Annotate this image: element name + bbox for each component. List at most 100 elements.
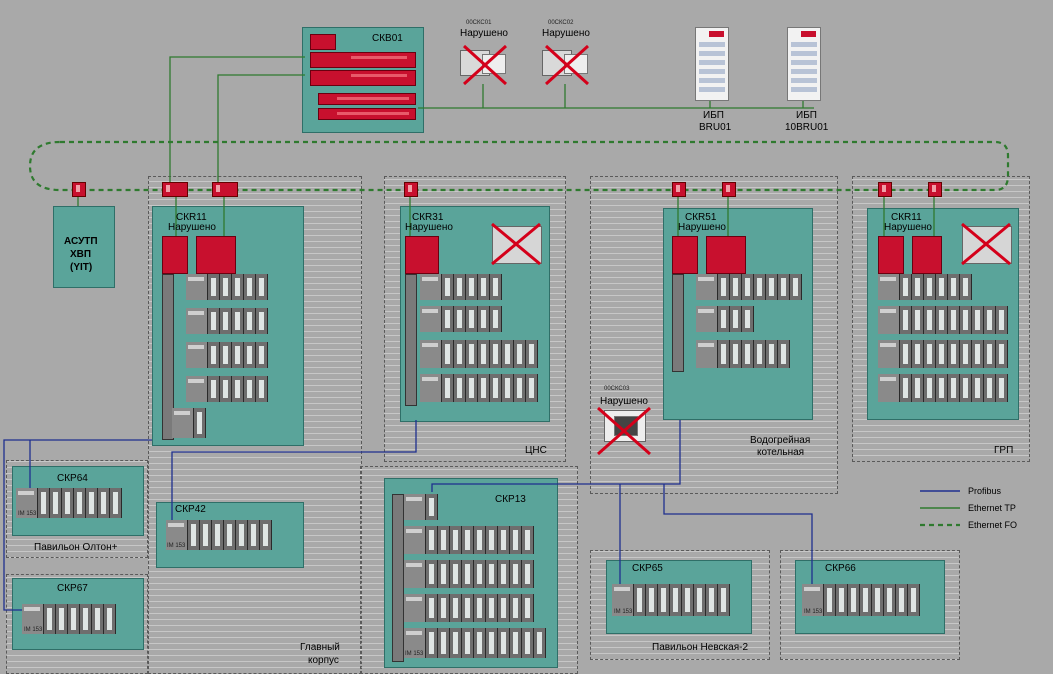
skr67-io-row[interactable] [22,604,116,634]
fo-switch-asutp[interactable] [72,182,86,197]
skr11-main-title: СКR11 [176,212,207,223]
fo-switch-grp-1[interactable] [878,182,892,197]
asutp-line2: ХВП [70,249,92,260]
skr51-controller-b[interactable] [706,236,746,274]
skr13-io-row[interactable] [404,526,534,554]
failure-cross-icon [597,406,651,456]
failure-cross-icon [462,44,508,86]
skr51-title: СКR51 [685,212,717,223]
fo-switch-main-2[interactable] [212,182,238,197]
skr11-main-io-row[interactable] [186,308,268,334]
skr11-main-io-block [162,274,174,440]
asutp-line1: АСУТП [64,236,98,247]
workstation-00skc03[interactable] [594,404,654,458]
fo-switch-main-1[interactable] [162,182,188,197]
skr51-io-block [672,274,684,372]
skr13-title: СКР13 [495,494,526,505]
skr42-title: СКР42 [175,504,206,515]
skr31-controller[interactable] [405,236,439,274]
skr13-io-row[interactable] [404,560,534,588]
workstation-00skc02[interactable] [538,40,594,88]
workstation-00skc01-status: Нарушено [460,28,508,39]
skr64-title: СКР64 [57,473,88,484]
area-label-nevskaya: Павильон Невская-2 [652,642,749,653]
failure-cross-icon [961,222,1011,266]
ups-10bru01-id: 10BRU01 [785,122,829,133]
ups-bru01[interactable] [695,27,729,101]
skr51-io-row[interactable] [696,340,790,368]
skr11-grp-controller-a[interactable] [878,236,904,274]
skr66-io-row[interactable] [802,584,920,616]
skr11-main-controller-a[interactable] [162,236,188,274]
skr66-title: СКР66 [825,563,856,574]
skr31-io-block [405,274,417,406]
legend-ethernet-fo: Ethernet FO [968,520,1018,530]
skr11-grp-io-row[interactable] [878,374,1008,402]
workstation-00skc02-status: Нарушено [542,28,590,39]
skr51-controller-a[interactable] [672,236,698,274]
im-label: IM 153 [804,609,823,615]
skv01-server-2[interactable] [310,70,416,86]
cabinet-asutp[interactable] [53,206,115,288]
failure-cross-icon [544,44,590,86]
workstation-00skc03-id: 00СКС03 [604,386,630,392]
skr67-title: СКР67 [57,583,88,594]
skr31-io-row[interactable] [420,306,502,332]
workstation-00skc02-id: 00СКС02 [548,20,574,26]
skr31-status: Нарушено [405,222,453,233]
skr11-main-status: Нарушено [168,222,216,233]
skv01-server-1[interactable] [310,52,416,68]
skr42-io-row[interactable] [166,520,272,550]
area-label-cns: ЦНС [525,445,547,456]
skr11-main-io-row[interactable] [172,408,206,438]
ups-10bru01-label: ИБП [796,110,817,121]
skr11-main-controller-b[interactable] [196,236,236,274]
workstation-00skc01[interactable] [456,40,512,88]
skv01-switch-2[interactable] [318,108,416,120]
skr31-io-row[interactable] [420,340,538,368]
legend-profibus: Profibus [968,486,1002,496]
skr11-main-io-row[interactable] [186,274,268,300]
skr11-grp-io-row[interactable] [878,274,972,300]
skr31-io-row[interactable] [420,274,502,300]
area-label-boiler-1: Водогрейная [750,435,811,446]
skr13-io-row[interactable] [404,494,438,520]
skv01-panel[interactable] [310,34,336,50]
area-label-boiler-2: котельная [757,447,805,458]
skr31-io-row[interactable] [420,374,538,402]
skr11-grp-io-row[interactable] [878,306,1008,334]
skr13-io-row[interactable] [404,594,534,622]
skr11-grp-panel[interactable] [958,222,1014,266]
ups-10bru01[interactable] [787,27,821,101]
im-label: IM 153 [614,609,633,615]
im-label: IM 153 [405,651,424,657]
legend-ethernet-tp: Ethernet TP [968,503,1016,513]
fo-switch-grp-2[interactable] [928,182,942,197]
skr11-grp-controller-b[interactable] [912,236,942,274]
skr51-io-row[interactable] [696,274,802,300]
asutp-line3: (YIT) [70,262,93,273]
skr13-io-row[interactable] [404,628,546,658]
skr11-grp-io-row[interactable] [878,340,1008,368]
skv01-title: СКВ01 [372,33,403,44]
im-label: IM 153 [167,543,186,549]
skr51-status: Нарушено [678,222,726,233]
skr31-panel[interactable] [488,222,544,266]
im-label: IM 153 [18,511,37,517]
ups-bru01-label: ИБП [703,110,724,121]
area-label-olton: Павильон Олтон+ [34,542,118,553]
fo-switch-cns[interactable] [404,182,418,197]
workstation-00skc01-id: 00СКС01 [466,20,492,26]
skr11-main-io-row[interactable] [186,342,268,368]
fo-switch-boiler-1[interactable] [672,182,686,197]
skr11-main-io-row[interactable] [186,376,268,402]
im-label: IM 153 [24,627,43,633]
area-label-main-2: корпус [308,655,339,666]
skr51-io-row[interactable] [696,306,754,332]
skr31-title: СКR31 [412,212,444,223]
skr65-title: СКР65 [632,563,663,574]
workstation-00skc03-status: Нарушено [600,396,648,407]
legend-lines [920,490,960,527]
skv01-switch-1[interactable] [318,93,416,105]
fo-switch-boiler-2[interactable] [722,182,736,197]
